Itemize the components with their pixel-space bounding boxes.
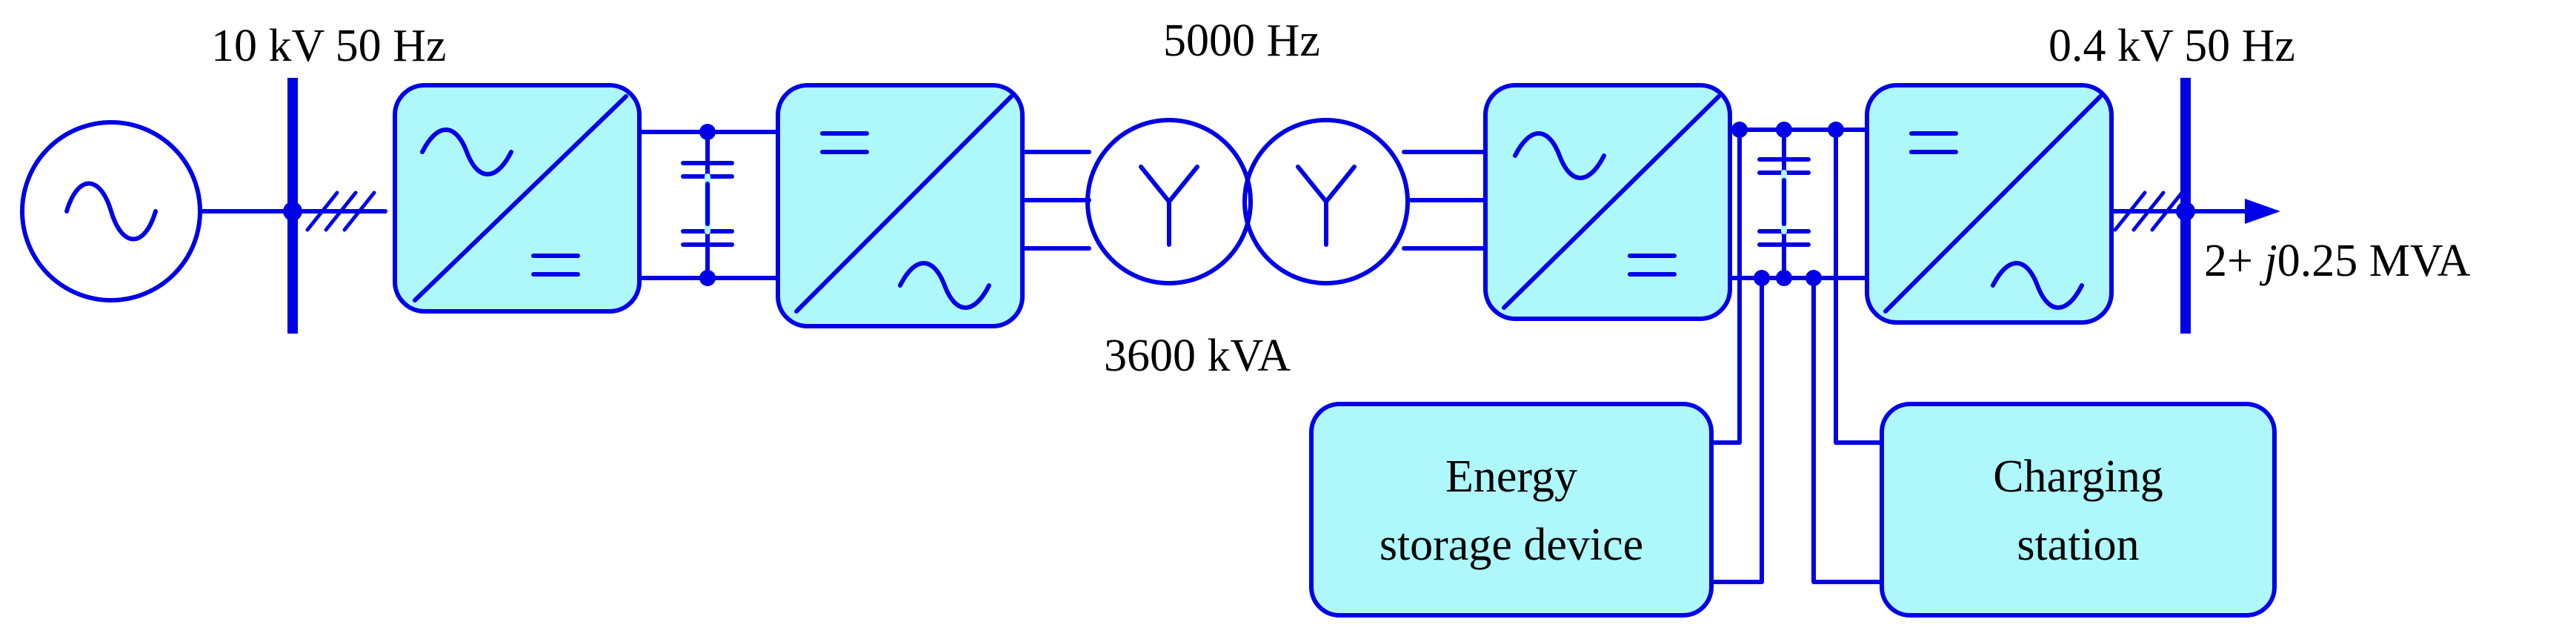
dc-link-1 [637, 124, 780, 286]
three-phase-ticks-hv [305, 191, 376, 232]
ac-symbol-icon [1991, 261, 2084, 310]
hv-bus-node [283, 202, 302, 221]
hv-bus-label: 10 kV 50 Hz [211, 21, 446, 71]
charging-station-label-line2: station [2017, 520, 2139, 570]
transformer [1085, 118, 1410, 285]
inverter-converter-4 [1865, 83, 2114, 325]
charging-station-connections [1811, 128, 1884, 584]
dc-link-2 [1728, 122, 1869, 286]
load-label: 2+ j0.25 MVA [2204, 236, 2471, 286]
dc-capacitor-2 [1757, 157, 1811, 247]
charging-station-label-line1: Charging [1993, 451, 2163, 502]
dc-symbol-icon [1909, 131, 1958, 154]
wye-winding-icon [1139, 165, 1199, 247]
load-label-suffix: 0.25 MVA [2277, 236, 2471, 286]
three-phase-lines-to-transformer [1020, 150, 1091, 251]
wye-winding-icon [1296, 165, 1357, 247]
lv-bus-label: 0.4 kV 50 Hz [2049, 21, 2295, 71]
load-label-prefix: 2+ [2204, 236, 2264, 286]
dc-symbol-icon [1628, 254, 1677, 277]
rectifier-converter-3 [1483, 83, 1732, 321]
three-phase-lines-from-transformer [1402, 150, 1488, 251]
ac-symbol-icon [420, 128, 513, 176]
energy-storage-connections [1709, 128, 1764, 584]
load-arrow-icon [2245, 199, 2280, 224]
energy-storage-device-box [1309, 402, 1714, 618]
dc-capacitor-1 [681, 161, 734, 247]
frequency-label: 5000 Hz [1163, 16, 1320, 66]
three-phase-ticks-lv [2113, 191, 2184, 232]
energy-storage-label-line1: Energy [1445, 451, 1577, 502]
ac-symbol-icon [898, 261, 991, 310]
inverter-converter-2 [776, 83, 1025, 328]
ac-symbol-icon [1513, 131, 1606, 180]
dc-symbol-icon [531, 254, 580, 277]
energy-storage-label-line2: storage device [1379, 520, 1643, 570]
dc-symbol-icon [820, 131, 869, 154]
rectifier-converter-1 [393, 83, 642, 314]
charging-station-box [1880, 402, 2277, 618]
ac-source [20, 120, 202, 302]
transformer-rating-label: 3600 kVA [1104, 331, 1291, 381]
